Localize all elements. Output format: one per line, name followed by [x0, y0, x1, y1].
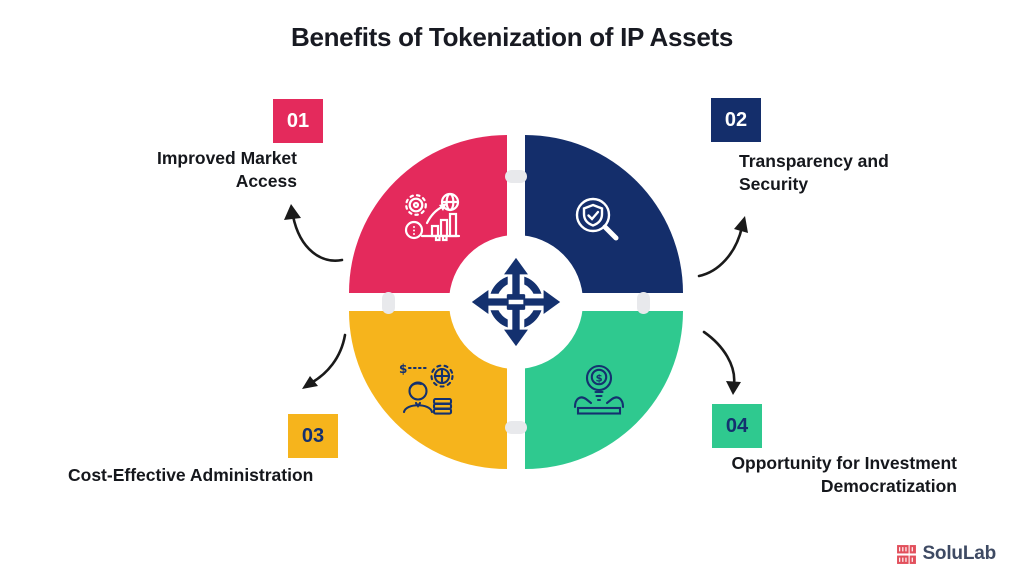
magnifier-shield-check-icon	[575, 197, 619, 241]
arrow-to-transparency-security	[697, 216, 748, 278]
solulab-text: SoluLab	[922, 543, 996, 564]
svg-text:$: $	[596, 374, 603, 385]
arrow-to-cost-effective-administration	[302, 333, 347, 389]
person-gear-coins-icon: $	[399, 362, 454, 415]
gear-globe-growth-chart-key-icon	[404, 192, 461, 242]
badge-number: 04	[725, 414, 749, 437]
label-cost-effective-administration: Cost-Effective Administration	[68, 465, 314, 485]
badge-number: 01	[286, 109, 310, 132]
divider-cap-top	[505, 170, 527, 183]
hub-circle	[449, 235, 583, 369]
svg-text:$: $	[399, 362, 407, 376]
label-investment-democratization: Opportunity for Investment Democratizati…	[731, 453, 957, 496]
divider-cap-right	[637, 292, 650, 314]
badge-number: 03	[301, 424, 325, 447]
badge-bottom-right: 04	[712, 404, 762, 448]
solulab-block-mark-icon	[897, 544, 917, 564]
four-way-exchange-equals-icon	[471, 257, 561, 347]
hands-holding-dollar-bulb-icon: $	[573, 364, 625, 415]
label-transparency-and-security: Transparency and Security	[739, 151, 889, 194]
divider-cap-left	[382, 292, 395, 314]
badge-bottom-left: 03	[288, 414, 338, 458]
badge-top-right: 02	[711, 98, 761, 142]
benefits-wheel: $ $	[349, 135, 683, 469]
solulab-logo: SoluLab	[896, 543, 996, 565]
arrow-to-investment-democratization	[702, 330, 741, 395]
label-improved-market-access: Improved Market Access	[156, 148, 297, 191]
arrow-to-improved-market-access	[284, 204, 344, 262]
badge-top-left: 01	[273, 99, 323, 143]
badge-number: 02	[724, 108, 748, 131]
divider-cap-bottom	[505, 421, 527, 434]
page-title: Benefits of Tokenization of IP Assets	[290, 22, 734, 52]
